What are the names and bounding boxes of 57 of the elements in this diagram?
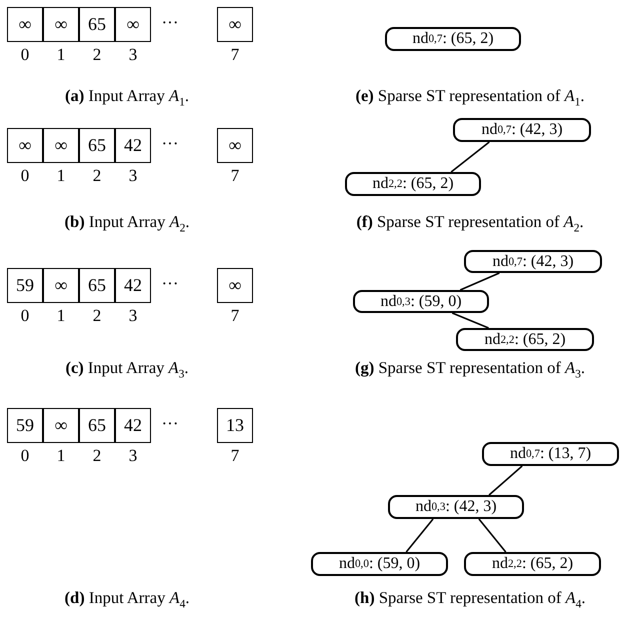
array-cell: 65 <box>79 408 115 443</box>
index-label: 3 <box>128 45 138 65</box>
array-cell: ∞ <box>217 7 253 42</box>
index-label: 3 <box>128 306 138 326</box>
array-cell: ∞ <box>115 7 151 42</box>
index-label: 1 <box>56 166 66 186</box>
tree-edge <box>450 141 490 173</box>
ellipsis: ··· <box>162 134 178 154</box>
array-cell: 42 <box>115 268 151 303</box>
caption: (g) Sparse ST representation of A$_{3}$. <box>354 358 586 380</box>
index-label: 0 <box>20 306 30 326</box>
index-label: 7 <box>230 306 240 326</box>
caption: (b) Input Array A$_{2}$. <box>64 212 190 234</box>
index-label: 2 <box>92 45 102 65</box>
ellipsis: ··· <box>162 414 178 434</box>
caption: (a) Input Array A$_{1}$. <box>64 86 190 108</box>
index-label: 1 <box>56 446 66 466</box>
index-label: 3 <box>128 446 138 466</box>
array-cell: 59 <box>7 268 43 303</box>
ellipsis: ··· <box>162 274 178 294</box>
array-cell: ∞ <box>43 408 79 443</box>
tree-edge <box>488 465 523 496</box>
array-cell: ∞ <box>43 128 79 163</box>
index-label: 3 <box>128 166 138 186</box>
caption: (e) Sparse ST representation of A$_{1}$. <box>355 86 585 108</box>
index-label: 2 <box>92 166 102 186</box>
index-label: 0 <box>20 166 30 186</box>
array-cell: 65 <box>79 7 115 42</box>
index-label: 2 <box>92 446 102 466</box>
array-cell: ∞ <box>7 7 43 42</box>
index-label: 1 <box>56 45 66 65</box>
tree-edge <box>406 518 434 552</box>
caption: (c) Input Array A$_{3}$. <box>65 358 189 380</box>
caption: (h) Sparse ST representation of A$_{4}$. <box>354 588 586 610</box>
array-cell: 65 <box>79 268 115 303</box>
array-cell: ∞ <box>43 7 79 42</box>
caption: (d) Input Array A$_{4}$. <box>64 588 190 610</box>
array-cell: 13 <box>217 408 253 443</box>
array-cell: 59 <box>7 408 43 443</box>
array-cell: ∞ <box>217 128 253 163</box>
array-cell: 42 <box>115 128 151 163</box>
tree-edge <box>452 312 489 329</box>
index-label: 7 <box>230 45 240 65</box>
index-label: 7 <box>230 446 240 466</box>
array-cell: ∞ <box>7 128 43 163</box>
caption: (f) Sparse ST representation of A$_{2}$. <box>356 212 584 234</box>
array-cell: 65 <box>79 128 115 163</box>
array-cell: ∞ <box>217 268 253 303</box>
array-cell: ∞ <box>43 268 79 303</box>
index-label: 0 <box>20 446 30 466</box>
ellipsis: ··· <box>162 13 178 33</box>
tree-edge <box>478 518 506 552</box>
index-label: 7 <box>230 166 240 186</box>
array-cell: 42 <box>115 408 151 443</box>
index-label: 1 <box>56 306 66 326</box>
index-label: 2 <box>92 306 102 326</box>
index-label: 0 <box>20 45 30 65</box>
